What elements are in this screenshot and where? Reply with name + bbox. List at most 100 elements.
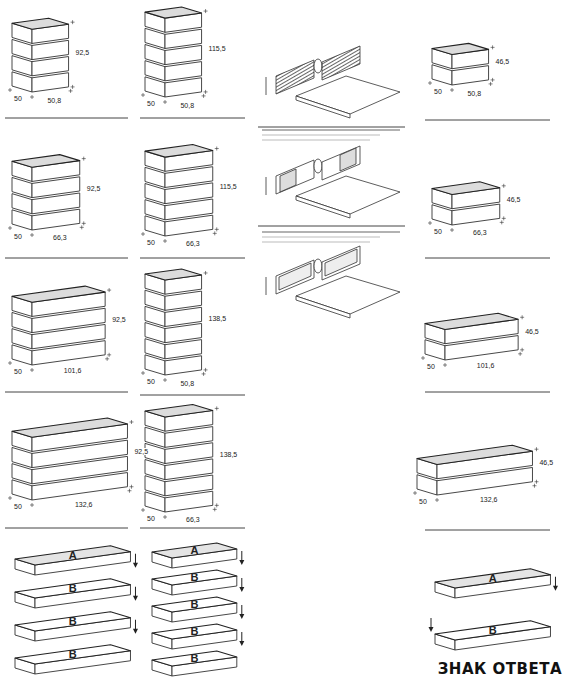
drawer-letter: B — [69, 616, 77, 627]
dimension-tick — [428, 81, 432, 85]
chest-figure — [8, 286, 111, 372]
dimension-label: 66,3 — [185, 516, 201, 523]
dimension-tick — [491, 45, 495, 49]
drawer-front — [165, 291, 202, 310]
drawer-top — [15, 645, 130, 664]
dimension-label: 138,5 — [208, 315, 228, 322]
chest-figure — [421, 313, 524, 367]
chest-figure — [141, 404, 219, 519]
dimension-label: 92,5 — [133, 448, 149, 455]
dimension-tick — [129, 420, 133, 424]
dimension-tick — [141, 508, 145, 512]
chest-figure — [413, 445, 538, 502]
bed-figure — [262, 232, 400, 318]
dimension-tick — [82, 221, 86, 225]
drawer-front — [165, 78, 202, 97]
bed-figure — [262, 130, 400, 218]
dimension-tick — [127, 489, 131, 493]
dimension-label: 66,3 — [472, 229, 488, 236]
dimension-tick — [520, 348, 524, 352]
drawer-top — [435, 569, 550, 588]
dimension-tick — [141, 371, 145, 375]
dimension-tick — [8, 496, 12, 500]
separator-lines — [5, 118, 550, 530]
dimension-label: 50,8 — [466, 90, 482, 97]
dimension-label: 115,5 — [219, 183, 238, 190]
dimension-tick — [204, 271, 208, 275]
dimension-label: 132,6 — [479, 496, 499, 503]
drawer-top — [12, 418, 127, 437]
dimension-tick — [80, 225, 84, 229]
drawer-top — [15, 546, 130, 565]
dimension-label: 132,6 — [74, 501, 94, 508]
arrow-head — [239, 614, 244, 619]
dimension-tick — [30, 503, 34, 507]
dimension-tick — [534, 447, 538, 451]
drawer-top — [15, 612, 130, 631]
drawer-letter: B — [190, 653, 198, 664]
dimension-tick — [518, 352, 522, 356]
dimension-tick — [204, 90, 208, 94]
drawer-front — [165, 340, 202, 359]
drawer-letter: B — [69, 649, 77, 660]
dimension-tick — [8, 88, 12, 92]
dimension-tick — [532, 484, 536, 488]
dimension-tick — [163, 239, 167, 243]
drawer-front — [452, 66, 489, 85]
dimension-label: 50 — [433, 228, 443, 235]
drawer-letter: B — [69, 583, 77, 594]
dimension-label: 50 — [13, 95, 23, 102]
dimension-tick — [202, 372, 206, 376]
drawer-letter: A — [489, 573, 497, 584]
dimension-tick — [491, 78, 495, 82]
drawer-letter: A — [190, 545, 198, 556]
arrow-head — [429, 627, 434, 632]
watermark: ЗНАК ОТВЕТА — [438, 662, 562, 677]
dimension-tick — [8, 226, 12, 230]
dimension-tick — [215, 227, 219, 231]
dimension-label: 101,6 — [476, 362, 496, 369]
dimension-label: 46,5 — [506, 196, 522, 203]
dimension-tick — [520, 315, 524, 319]
drawer-top — [432, 182, 500, 195]
dimension-tick — [435, 498, 439, 502]
chest-figure — [428, 43, 495, 92]
drawer-front — [165, 62, 202, 81]
dimension-tick — [502, 184, 506, 188]
drawer-letter: B — [190, 626, 198, 637]
dimension-tick — [30, 233, 34, 237]
dimension-tick — [202, 94, 206, 98]
chest-figure — [141, 145, 219, 243]
chest-figure — [141, 7, 208, 104]
dimension-tick — [489, 82, 493, 86]
dimension-tick — [502, 216, 506, 220]
dimension-label: 50 — [13, 368, 23, 375]
drawer-top — [435, 621, 550, 640]
dimension-tick — [141, 93, 145, 97]
dimension-tick — [141, 232, 145, 236]
drawer-front — [32, 57, 69, 76]
exploded-view — [152, 543, 244, 676]
chest-figure — [141, 269, 208, 382]
arrow-head — [239, 560, 244, 565]
dimension-tick — [71, 20, 75, 24]
dimension-label: 138,5 — [219, 451, 239, 458]
dimension-tick — [8, 361, 12, 365]
dimension-tick — [421, 356, 425, 360]
chest-figure — [428, 182, 506, 232]
dimension-tick — [215, 503, 219, 507]
dimension-label: 50 — [433, 88, 443, 95]
drawer-top — [152, 570, 237, 585]
dimension-label: 46,5 — [524, 328, 540, 335]
dimension-tick — [428, 221, 432, 225]
drawer-front — [165, 323, 202, 342]
drawer-letter: B — [190, 572, 198, 583]
dimension-tick — [163, 100, 167, 104]
drawer-top — [417, 445, 532, 464]
dimension-label: 50 — [426, 363, 436, 370]
arrow-head — [239, 641, 244, 646]
dimension-label: 50 — [146, 515, 156, 522]
